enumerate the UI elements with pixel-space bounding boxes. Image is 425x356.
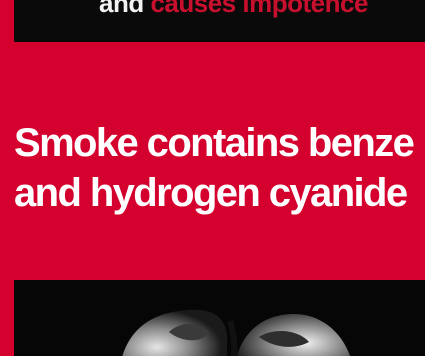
grayscale-photo [109,292,359,356]
headline-line-1: Smoke contains benze [14,121,415,165]
top-caption-white: and [99,0,144,18]
headline: Smoke contains benze and hydrogen cyanid… [14,118,425,218]
top-caption-red: causes impotence [150,0,368,18]
top-dark-band: and causes impotence [14,0,425,42]
headline-line-2: and hydrogen cyanide [14,171,408,215]
top-caption: and causes impotence [99,0,368,19]
bottom-photo-band [14,280,425,356]
